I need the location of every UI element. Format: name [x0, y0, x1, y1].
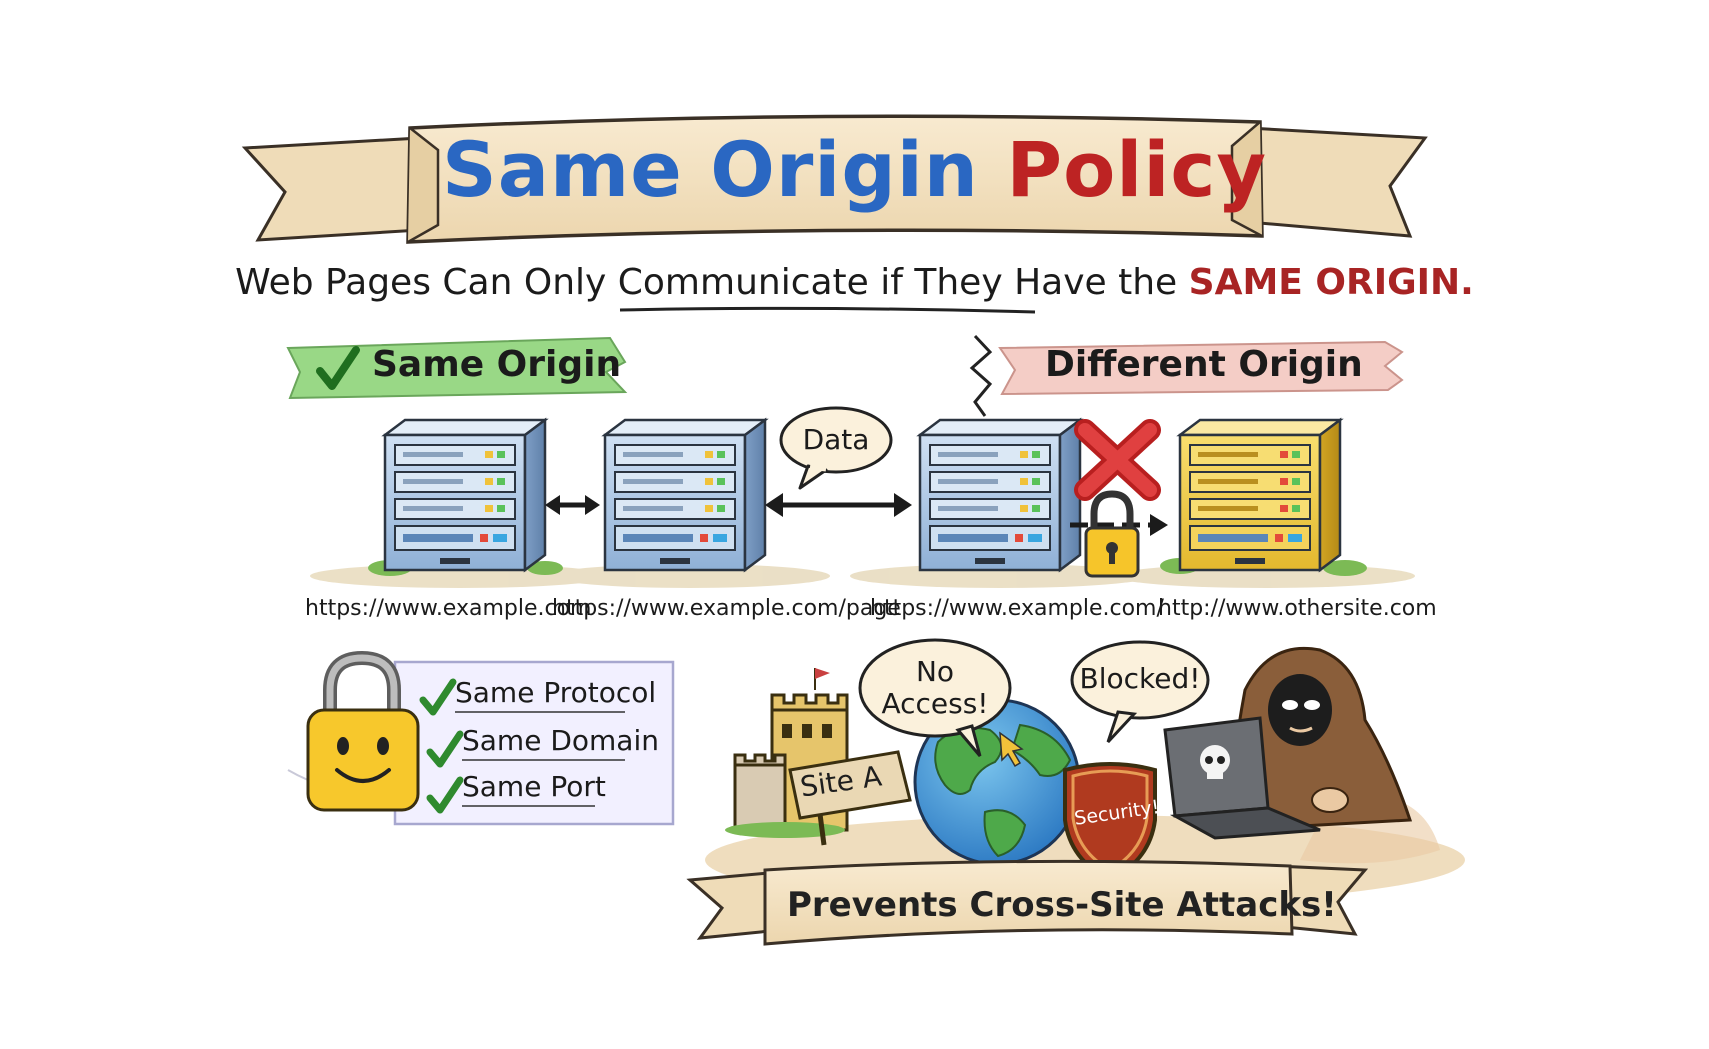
check-port-label: Same Port — [462, 770, 606, 803]
subtitle-main: Web Pages Can Only Communicate if They H… — [235, 262, 1178, 303]
subtitle-emphasis: SAME ORIGIN. — [1188, 262, 1474, 303]
site-sign-shape — [788, 750, 912, 846]
title-ribbon — [241, 114, 1428, 244]
title-part-1: Same Origin — [442, 125, 979, 214]
blocked-bubble — [1070, 640, 1210, 744]
server-3 — [918, 418, 1082, 572]
same-origin-label: Same Origin — [372, 344, 622, 385]
server-2 — [603, 418, 767, 572]
page-title: Same Origin Policy — [0, 125, 1709, 214]
subtitle: Web Pages Can Only Communicate if They H… — [0, 262, 1709, 303]
server-othersite — [1178, 418, 1342, 572]
no-access-label: No Access! — [881, 655, 989, 720]
blocked-x-icon — [1074, 419, 1161, 501]
different-origin-label: Different Origin — [1045, 344, 1363, 385]
check-protocol-label: Same Protocol — [455, 676, 657, 709]
blocked-label: Blocked! — [1079, 662, 1201, 695]
data-bubble — [779, 406, 893, 490]
bottom-banner-label: Prevents Cross-Site Attacks! — [787, 885, 1337, 925]
bottom-ribbon — [686, 859, 1369, 946]
server-ground — [310, 564, 1415, 588]
subtitle-underline — [619, 306, 1036, 314]
url-othersite: http://www.othersite.com — [1158, 596, 1437, 621]
arrow-data-exchange — [765, 493, 912, 517]
server-1 — [383, 418, 547, 572]
data-bubble-label: Data — [802, 423, 870, 456]
checklist-card — [287, 660, 675, 826]
smiley-lock-icon — [306, 650, 420, 812]
check-domain-label: Same Domain — [462, 724, 659, 757]
checklist-underlines — [455, 711, 625, 807]
title-part-2: Policy — [1006, 125, 1267, 214]
no-access-bubble — [858, 638, 1012, 757]
different-origin-tag-shape — [969, 334, 1404, 417]
url-origin-2: https://www.example.com/page — [552, 596, 901, 621]
arrow-server-1-2 — [545, 495, 600, 515]
same-origin-tag-shape — [286, 336, 628, 400]
padlock-blocked-icon — [1070, 490, 1168, 578]
url-origin-3: https://www.example.com/ — [870, 596, 1164, 621]
hacker-icon — [1163, 646, 1413, 840]
url-origin-1: https://www.example.com — [305, 596, 592, 621]
security-shield-icon — [1063, 762, 1157, 883]
